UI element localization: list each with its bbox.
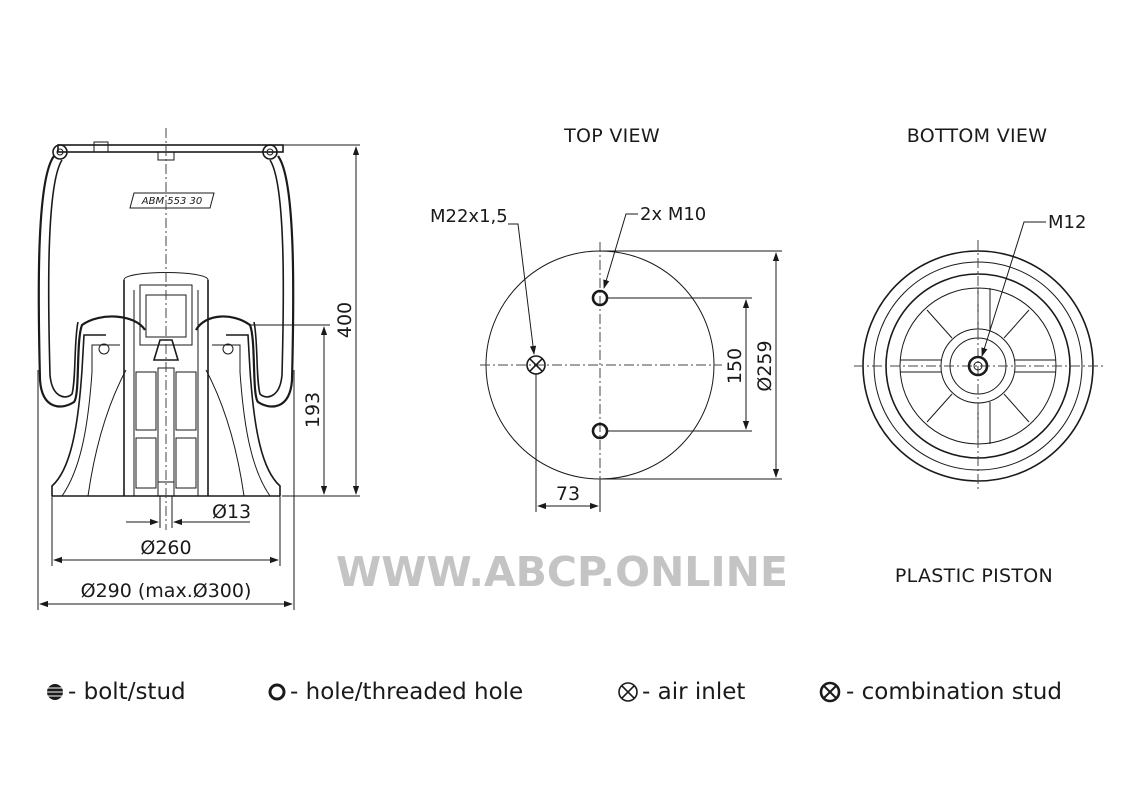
top-view-title: TOP VIEW	[563, 125, 660, 147]
side-view: ABM 553 30	[37, 128, 360, 610]
dim-spacing: 150	[724, 348, 746, 384]
watermark: WWW.ABCP.ONLINE	[336, 548, 788, 596]
legend-air-inlet: - air inlet	[642, 679, 745, 705]
piston	[51, 272, 281, 497]
bellow-outer	[37, 155, 295, 408]
dim-hole: Ø13	[212, 501, 251, 523]
part-tag: ABM 553 30	[129, 192, 215, 209]
dim-height: 400	[334, 302, 356, 338]
callout-holes: 2x M10	[640, 204, 706, 225]
svg-text:ABM 553 30: ABM 553 30	[141, 196, 203, 207]
callout-center: M12	[1048, 212, 1086, 233]
bolt-stud-icon	[47, 684, 63, 700]
m12-hole	[967, 355, 989, 377]
bead-roll-right	[262, 144, 278, 160]
m10-hole-upper	[591, 289, 609, 307]
callout-inlet: M22x1,5	[430, 206, 508, 227]
top-view: TOP VIEW M22x1,5 2x M10 150 Ø259 73	[430, 125, 782, 512]
bottom-view-title: BOTTOM VIEW	[907, 125, 1048, 147]
bead-roll-left	[52, 144, 68, 160]
piston-caption: PLASTIC PISTON	[895, 565, 1053, 587]
dim-piston-height: 193	[302, 392, 324, 428]
legend-bolt-stud: - bolt/stud	[68, 679, 186, 705]
dim-offset: 73	[556, 483, 580, 505]
legend-combination-stud: - combination stud	[846, 679, 1062, 705]
legend-hole: - hole/threaded hole	[290, 679, 523, 705]
hole-icon	[268, 683, 286, 701]
combination-stud-icon	[819, 681, 841, 703]
dim-bellow-dia: Ø290 (max.Ø300)	[81, 580, 252, 602]
bottom-view: BOTTOM VIEW M12 PLASTIC PISTON	[854, 125, 1104, 587]
legend: - bolt/stud - hole/threaded hole - air i…	[47, 679, 1062, 705]
m10-hole-lower	[591, 422, 609, 440]
air-inlet-icon	[618, 682, 638, 702]
top-plate	[57, 144, 284, 153]
dim-diameter: Ø259	[754, 340, 776, 391]
dim-piston-dia: Ø260	[140, 537, 191, 559]
